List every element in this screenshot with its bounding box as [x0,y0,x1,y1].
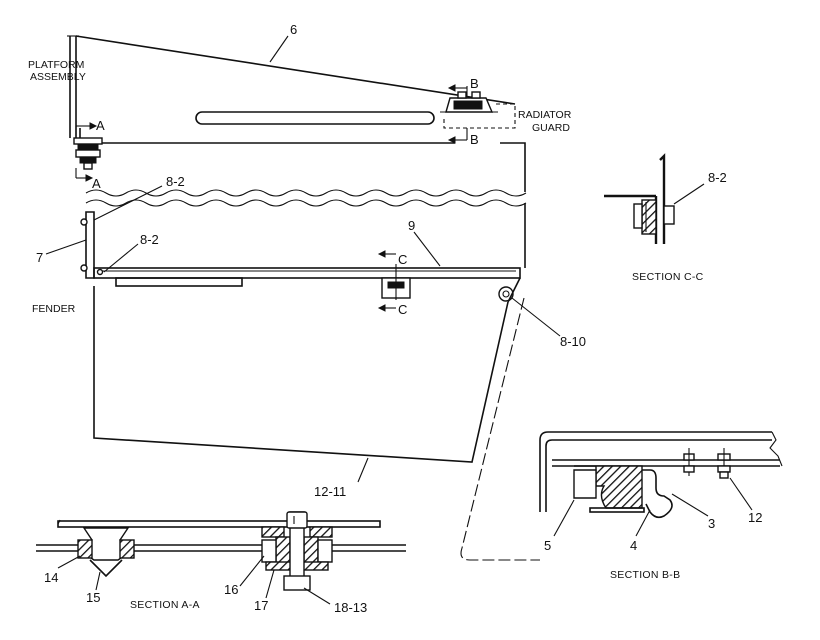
callout-14: 14 [44,570,58,585]
radiator-guard-label-1: RADIATOR [518,109,572,121]
platform-view [67,35,526,192]
section-mark-a-top: A [96,118,105,133]
callout-8-2-cc: 8-2 [708,170,727,185]
callout-12: 12 [748,510,762,525]
callout-5: 5 [544,538,551,553]
callout-6: 6 [290,22,297,37]
section-mark-c-bottom: C [398,302,407,317]
callout-17: 17 [254,598,268,613]
callout-16: 16 [224,582,238,597]
section-mark-a-bottom: A [92,176,101,191]
section-title-c-c: SECTION C-C [632,271,704,283]
callout-8-2-mid: 8-2 [140,232,159,247]
radiator-guard-mount [440,91,498,113]
section-mark-b-top: B [470,76,479,91]
section-mark-b-bottom: B [470,132,479,147]
callout-12-11: 12-11 [314,484,346,499]
rail-9 [93,267,521,279]
fender-label: FENDER [32,303,76,315]
section-c-c [604,153,705,244]
callout-8-2-top: 8-2 [166,174,185,189]
part-6-edge [75,35,516,105]
callout-9: 9 [408,218,415,233]
break-line [85,189,527,197]
section-title-b-b: SECTION B-B [610,569,680,581]
platform-assembly-label-2: ASSEMBLY [30,71,86,83]
callout-3: 3 [708,516,715,531]
slot [195,111,435,125]
section-title-a-a: SECTION A-A [130,599,200,611]
callout-8-10: 8-10 [560,334,586,349]
section-mark-c-top: C [398,252,407,267]
section-a-a [36,511,406,605]
callout-4: 4 [630,538,637,553]
mount-a [73,137,103,170]
fender-view [80,203,540,561]
section-b-b [539,431,783,537]
callout-7: 7 [36,250,43,265]
radiator-guard-label-2: GUARD [532,122,570,134]
callout-15: 15 [86,590,100,605]
platform-assembly-label-1: PLATFORM [28,59,84,71]
callout-18-13: 18-13 [334,600,367,615]
